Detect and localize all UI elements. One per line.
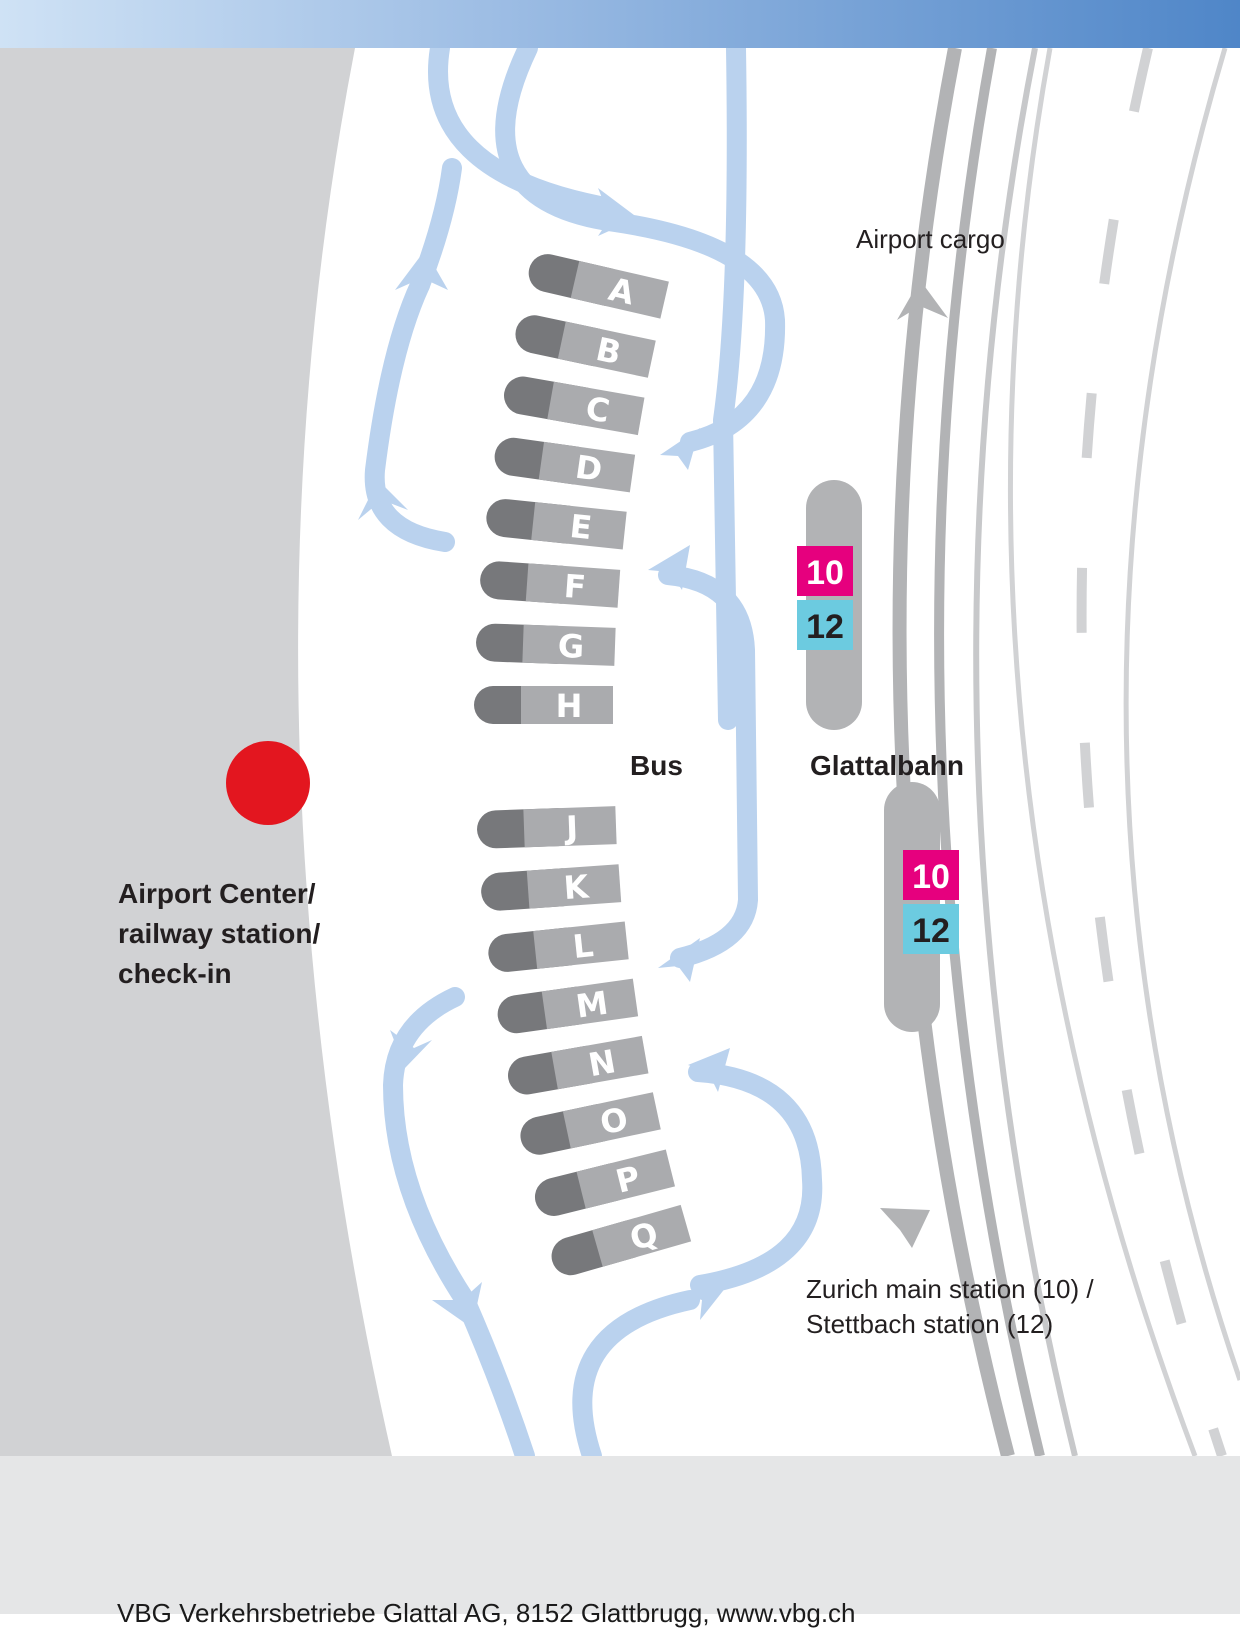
- tram-line-12-number: 12: [806, 608, 844, 646]
- gate-label: L: [571, 926, 595, 966]
- gate-C: C: [504, 376, 645, 436]
- stop-map: A B C D E F G: [0, 48, 1240, 1456]
- terminal-building: [0, 48, 392, 1456]
- gate-N: N: [508, 1035, 649, 1095]
- gate-label: H: [556, 687, 583, 725]
- airport-center-label-line2: railway station/: [118, 918, 321, 949]
- gate-label: G: [557, 627, 585, 666]
- gate-label: F: [563, 567, 587, 606]
- destination-label-line1: Zurich main station (10) /: [806, 1274, 1094, 1304]
- gate-O: O: [520, 1092, 661, 1155]
- footer-band: [0, 1456, 1240, 1614]
- tram-line-12-badge: [903, 904, 959, 954]
- gate-label: D: [573, 448, 605, 489]
- route-arrow-icon: [358, 188, 948, 1328]
- gate-E: E: [486, 499, 627, 550]
- gate-G: G: [476, 623, 616, 666]
- gate-F: F: [480, 561, 621, 608]
- tram-line-10-badge: [903, 850, 959, 900]
- airport-center-label-line3: check-in: [118, 958, 232, 989]
- tram-line-10-number: 10: [912, 858, 950, 896]
- tram-line-12-badge: [797, 600, 853, 650]
- bus-gates-lower: J K L M N O P: [477, 806, 692, 1276]
- bus-gates-upper: A B C D E F G: [474, 254, 669, 725]
- tram-line-10-number: 10: [806, 554, 844, 592]
- gate-label: E: [568, 507, 594, 547]
- gate-label: J: [563, 808, 578, 846]
- gate-K: K: [481, 864, 622, 911]
- gate-label: M: [574, 984, 611, 1026]
- tram-line-12-number: 12: [912, 912, 950, 950]
- header-band: [0, 0, 1240, 48]
- gate-M: M: [497, 978, 639, 1034]
- airport-cargo-label: Airport cargo: [856, 224, 1005, 254]
- tram-line-10-badge: [797, 546, 853, 596]
- gate-D: D: [494, 437, 636, 493]
- gate-H: H: [474, 686, 613, 725]
- outer-roads: [1007, 48, 1240, 1456]
- destination-label-line2: Stettbach station (12): [806, 1309, 1053, 1339]
- gate-J: J: [477, 806, 617, 849]
- airport-center-label-line1: Airport Center/: [118, 878, 316, 909]
- gate-Q: Q: [551, 1204, 692, 1276]
- gate-L: L: [488, 921, 629, 972]
- bus-label: Bus: [630, 750, 683, 781]
- glattalbahn-label: Glattalbahn: [810, 750, 964, 781]
- gate-B: B: [515, 315, 656, 378]
- gate-label: K: [562, 867, 591, 907]
- gate-A: A: [528, 254, 669, 319]
- tram-stop-south: 10 12: [903, 850, 959, 954]
- tram-tracks: [892, 48, 1078, 1456]
- gate-label: N: [586, 1042, 619, 1084]
- location-marker-icon: [226, 741, 310, 825]
- tram-stop-north: 10 12: [797, 546, 853, 650]
- gate-P: P: [534, 1149, 675, 1216]
